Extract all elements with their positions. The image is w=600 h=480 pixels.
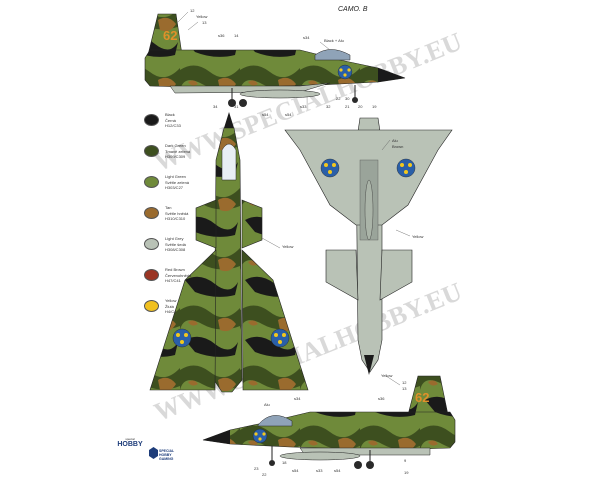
- callout-s54b: s54: [285, 112, 292, 117]
- callout-32: 32: [326, 104, 331, 109]
- legend-tan-cz: Světle hnědá: [165, 210, 189, 216]
- swatch-light-green: [144, 176, 159, 188]
- legend-tan-name: Tan: [165, 205, 172, 210]
- callout-19: 19: [372, 104, 377, 109]
- legend-yellow-code: H4/C4: [165, 309, 177, 314]
- roundel-left-wing-underside: [320, 158, 340, 178]
- callout-yellow: Yellow: [196, 14, 208, 19]
- legend-light-grey-cz: Světle šedá: [165, 241, 186, 247]
- partner-emblem-icon: [149, 447, 158, 459]
- brand-logos: special HOBBY SPECIAL HOBBY GAMING: [115, 437, 187, 469]
- legend-light-green-name: Light Green: [165, 174, 186, 179]
- legend-black-cz: Černá: [165, 117, 176, 123]
- upper-plan-view: [149, 112, 309, 393]
- legend-item-red-brown: Red Brown Červenohnědá H47/C41: [144, 267, 224, 298]
- swatch-red-brown: [144, 269, 159, 281]
- partner-line-3: GAMING: [159, 457, 174, 461]
- roundel-right-wing-underside: [396, 158, 416, 178]
- callout-s54a: s54: [262, 112, 269, 117]
- swatch-dark-green: [144, 145, 159, 157]
- callout-leaders: [177, 11, 411, 386]
- callout-s36-b: s36: [378, 396, 385, 401]
- legend-item-black: Black Černá H12/C33: [144, 112, 224, 143]
- callout-s54-b1: s54: [292, 468, 299, 473]
- legend-dark-green-code: H309/C309: [165, 154, 186, 159]
- callout-alu-b: Alu: [264, 402, 270, 407]
- svg-text:62: 62: [163, 28, 177, 43]
- callout-s54-b2: s54: [334, 468, 341, 473]
- callout-brown: Brown: [392, 144, 404, 149]
- callout-13-b: 13: [402, 386, 407, 391]
- callout-21: 21: [345, 104, 350, 109]
- legend-item-light-green: Light Green Světle zelená H303/C27: [144, 174, 224, 205]
- side-profile-bottom: 62: [202, 375, 456, 469]
- legend-light-green-code: H303/C27: [165, 185, 184, 190]
- svg-text:62: 62: [415, 390, 429, 405]
- swatch-black: [144, 114, 159, 126]
- legend-red-brown-code: H47/C41: [165, 278, 181, 283]
- roundel-left-wing-upper: [172, 328, 192, 348]
- callout-s34: s34: [303, 35, 310, 40]
- color-legend: Black Černá H12/C33 Dark Green Tmavě zel…: [144, 112, 224, 329]
- callout-18-b: 18: [282, 460, 287, 465]
- partner-line-1: SPECIAL: [159, 449, 175, 453]
- callout-s34-b: s34: [294, 396, 301, 401]
- legend-light-green-cz: Světle zelená: [165, 179, 190, 185]
- swatch-light-grey: [144, 238, 159, 250]
- callout-yellow-underside: Yellow: [412, 234, 424, 239]
- legend-black-name: Black: [165, 112, 175, 117]
- sheet-title: CAMO. B: [338, 6, 368, 13]
- callout-22: 22: [336, 96, 341, 101]
- callout-s36: s36: [218, 33, 225, 38]
- underside-plan-view: [284, 117, 453, 375]
- legend-dark-green-cz: Tmavě zelená: [165, 148, 191, 154]
- callout-13: 13: [202, 20, 207, 25]
- callout-22-b: 22: [262, 472, 267, 477]
- side-profile-top: 62: [144, 13, 406, 107]
- legend-red-brown-name: Red Brown: [165, 267, 185, 272]
- callout-9-b: 9: [404, 458, 407, 463]
- legend-tan-code: H310/C310: [165, 216, 186, 221]
- callout-23-b: 23: [254, 466, 259, 471]
- legend-light-grey-code: H308/C308: [165, 247, 186, 252]
- callout-31: 31: [234, 104, 239, 109]
- callout-12: 12: [190, 8, 195, 13]
- callout-s33-b: s33: [316, 468, 323, 473]
- partner-line-2: HOBBY: [159, 453, 172, 457]
- callout-black-alu: Black + Alu: [324, 38, 344, 43]
- callout-30: 30: [345, 96, 350, 101]
- callout-alu: Alu: [392, 138, 398, 143]
- legend-yellow-name: Yellow: [165, 298, 177, 303]
- logo-brand-big: HOBBY: [117, 441, 143, 448]
- legend-light-grey-name: Light Grey: [165, 236, 184, 241]
- legend-yellow-cz: Žlutá: [165, 303, 174, 309]
- callout-12-b: 12: [402, 380, 407, 385]
- legend-item-dark-green: Dark Green Tmavě zelená H309/C309: [144, 143, 224, 174]
- callout-20: 20: [358, 104, 363, 109]
- legend-black-code: H12/C33: [165, 123, 181, 128]
- callout-s33: s33: [300, 104, 307, 109]
- callout-19-b: 19: [404, 470, 409, 475]
- callout-14: 14: [234, 33, 239, 38]
- partner-logo: SPECIAL HOBBY GAMING: [149, 447, 185, 461]
- legend-red-brown-cz: Červenohnědá: [165, 272, 192, 278]
- callout-34: 34: [213, 104, 218, 109]
- logo-brand-small: special: [125, 437, 135, 441]
- callout-yellow-b: Yellow: [381, 373, 393, 378]
- roundel-right-wing-upper: [270, 328, 290, 348]
- legend-item-yellow: Yellow Žlutá H4/C4: [144, 298, 224, 329]
- legend-item-tan: Tan Světle hnědá H310/C310: [144, 205, 224, 236]
- legend-item-light-grey: Light Grey Světle šedá H308/C308: [144, 236, 224, 267]
- callout-yellow-upper: Yellow: [282, 244, 294, 249]
- legend-dark-green-name: Dark Green: [165, 143, 186, 148]
- swatch-tan: [144, 207, 159, 219]
- special-hobby-logo: special HOBBY: [115, 437, 145, 465]
- swatch-yellow: [144, 300, 159, 312]
